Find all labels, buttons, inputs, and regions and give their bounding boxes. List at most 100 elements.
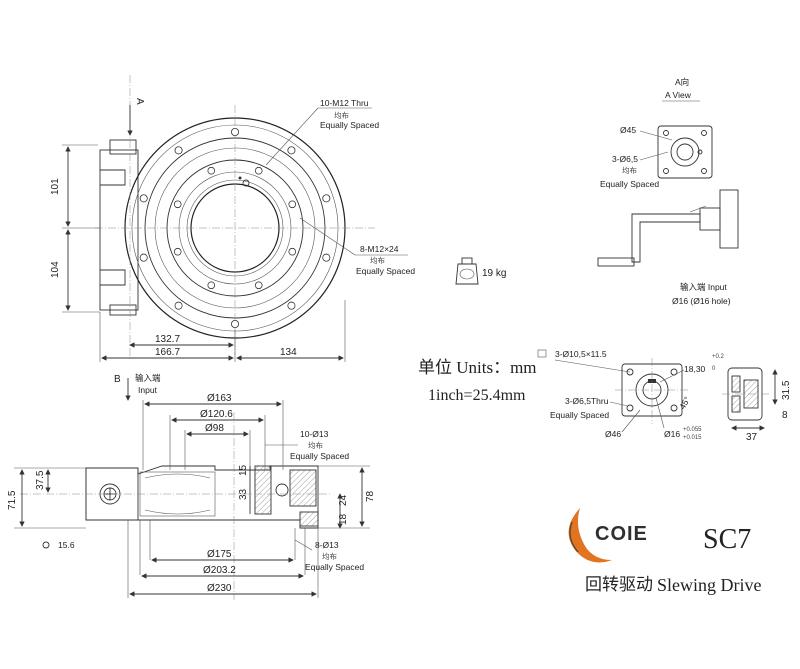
front-bolt-holes <box>139 127 331 328</box>
dia-203-2: Ø203.2 <box>203 565 236 576</box>
detail-side-8: 8 <box>782 410 788 421</box>
units-line2: 1inch=25.4mm <box>428 387 526 404</box>
detail-dia-16: Ø16 <box>664 429 680 439</box>
dia-175: Ø175 <box>207 549 232 560</box>
a-view-dia-45: Ø45 <box>620 125 636 135</box>
svg-text:Equally Spaced: Equally Spaced <box>320 120 379 130</box>
inner-bolt-hole <box>288 247 297 256</box>
dim-132-7: 132.7 <box>155 334 180 345</box>
svg-text:均布: 均布 <box>308 440 323 450</box>
dim-134: 134 <box>280 347 297 358</box>
outer-bolt-hole <box>322 253 331 262</box>
outer-bolt-hole <box>230 319 239 328</box>
inner-bolt-hole <box>207 281 216 290</box>
a-view-holes-en: Equally Spaced <box>600 179 659 189</box>
svg-text:18,30: 18,30 <box>684 364 706 374</box>
svg-text:0: 0 <box>712 366 716 372</box>
dia-230: Ø230 <box>207 583 232 594</box>
inner-bolt-hole <box>207 166 216 175</box>
a-view-title-en: A View <box>665 90 692 100</box>
detail-keyway-label: 18,30 +0.2 0 <box>659 354 725 383</box>
inner-bolt-hole <box>254 166 263 175</box>
detail-angle-45: 45° <box>677 395 692 411</box>
section-holes-bottom-label: 8-Ø13 均布 Equally Spaced <box>294 539 364 572</box>
detail-side-31-5: 31.5 <box>781 380 792 400</box>
dia-98: Ø98 <box>205 423 224 434</box>
brand-model: SC7 <box>703 524 751 555</box>
detail-dia-46: Ø46 <box>605 429 621 439</box>
a-view: A向 A View Ø45 3-Ø6,5 均布 Equally Spaced 输… <box>597 77 739 306</box>
svg-text:Equally Spaced: Equally Spaced <box>305 562 364 572</box>
inner-bolt-hole <box>173 200 182 209</box>
weight-label: 19 kg <box>482 268 506 279</box>
section-input-en: Input <box>138 385 158 395</box>
dim-71-5: 71.5 <box>7 490 18 510</box>
gearbox-housing <box>99 149 139 311</box>
view-arrow-a: A <box>134 98 145 105</box>
dim-78: 78 <box>365 490 376 502</box>
svg-text:+0.2: +0.2 <box>712 354 725 360</box>
dia-120-6: Ø120.6 <box>200 409 233 420</box>
front-view: A 10-M12 Thru 均布 Equally Spaced 8-M12×24… <box>50 75 415 362</box>
svg-text:均布: 均布 <box>334 110 349 120</box>
section-view: B 输入端 Input Ø163 Ø120.6 Ø98 <box>7 373 376 600</box>
svg-text:10-M12 Thru: 10-M12 Thru <box>320 98 369 108</box>
dim-18: 18 <box>338 513 349 525</box>
dim-33: 33 <box>238 488 249 500</box>
outer-bolt-hole <box>287 146 296 155</box>
outer-bolt-hole <box>230 127 239 136</box>
svg-text:COIE: COIE <box>595 523 648 545</box>
a-view-holes: 3-Ø6,5 <box>612 154 638 164</box>
dim-166-7: 166.7 <box>155 347 180 358</box>
blind-holes-label: 8-M12×24 均布 Equally Spaced <box>299 217 415 276</box>
dia-163: Ø163 <box>207 393 232 404</box>
brand-product-cn: 回转驱动 <box>585 575 653 594</box>
detail-thru-holes-en: Equally Spaced <box>550 410 609 420</box>
detail-top-holes: 3-Ø10,5×11.5 <box>555 349 607 359</box>
dim-37-5: 37.5 <box>35 470 46 490</box>
thru-holes-label: 10-M12 Thru 均布 Equally Spaced <box>265 98 379 166</box>
outer-bolt-hole <box>287 301 296 310</box>
svg-text:+0.055: +0.055 <box>683 427 702 433</box>
detail-thru-holes: 3-Ø6,5Thru <box>565 396 609 406</box>
section-holes-top-label: 10-Ø13 均布 Equally Spaced <box>265 429 349 461</box>
section-input-cn: 输入端 <box>135 373 161 383</box>
svg-text:均布: 均布 <box>370 255 385 265</box>
a-view-holes-cn: 均布 <box>622 165 637 175</box>
input-note-shaft: Ø16 (Ø16 hole) <box>672 296 731 306</box>
gearbox-top-boss <box>109 139 137 155</box>
svg-text:Equally Spaced: Equally Spaced <box>356 266 415 276</box>
input-note-cn: 输入端 Input <box>680 282 727 292</box>
outer-bolt-hole <box>322 194 331 203</box>
dim-101: 101 <box>50 178 61 195</box>
outer-bolt-hole <box>139 253 148 262</box>
detail-view: 3-Ø10,5×11.5 18,30 +0.2 0 3-Ø6,5Thru Equ… <box>537 349 792 443</box>
svg-text:8-M12×24: 8-M12×24 <box>360 244 399 254</box>
detail-side-37: 37 <box>746 432 758 443</box>
svg-text:8-Ø13: 8-Ø13 <box>315 540 339 550</box>
weight-icon <box>455 257 479 285</box>
inner-bolt-hole <box>173 247 182 256</box>
bearing-ball <box>275 483 289 497</box>
outer-bolt-hole <box>174 301 183 310</box>
svg-text:+0.015: +0.015 <box>683 435 702 441</box>
a-view-title-cn: A向 <box>675 77 689 87</box>
svg-text:Equally Spaced: Equally Spaced <box>290 451 349 461</box>
brand-product-en: Slewing Drive <box>657 575 761 595</box>
dim-104: 104 <box>50 261 61 278</box>
a-view-flange <box>657 125 713 179</box>
svg-text:均布: 均布 <box>322 551 337 561</box>
inner-bolt-hole <box>288 200 297 209</box>
brand-logo: COIE <box>568 508 648 563</box>
inner-bolt-hole <box>254 281 263 290</box>
units-line1: 单位 Units：mm <box>418 358 537 377</box>
svg-text:10-Ø13: 10-Ø13 <box>300 429 329 439</box>
section-arrow-b: B <box>114 374 121 385</box>
outer-bolt-hole <box>139 194 148 203</box>
dim-15-6: 15.6 <box>58 540 75 550</box>
dim-24: 24 <box>338 494 349 506</box>
dim-15: 15 <box>238 464 249 476</box>
outer-bolt-hole <box>174 146 183 155</box>
crank-handle <box>597 189 739 267</box>
